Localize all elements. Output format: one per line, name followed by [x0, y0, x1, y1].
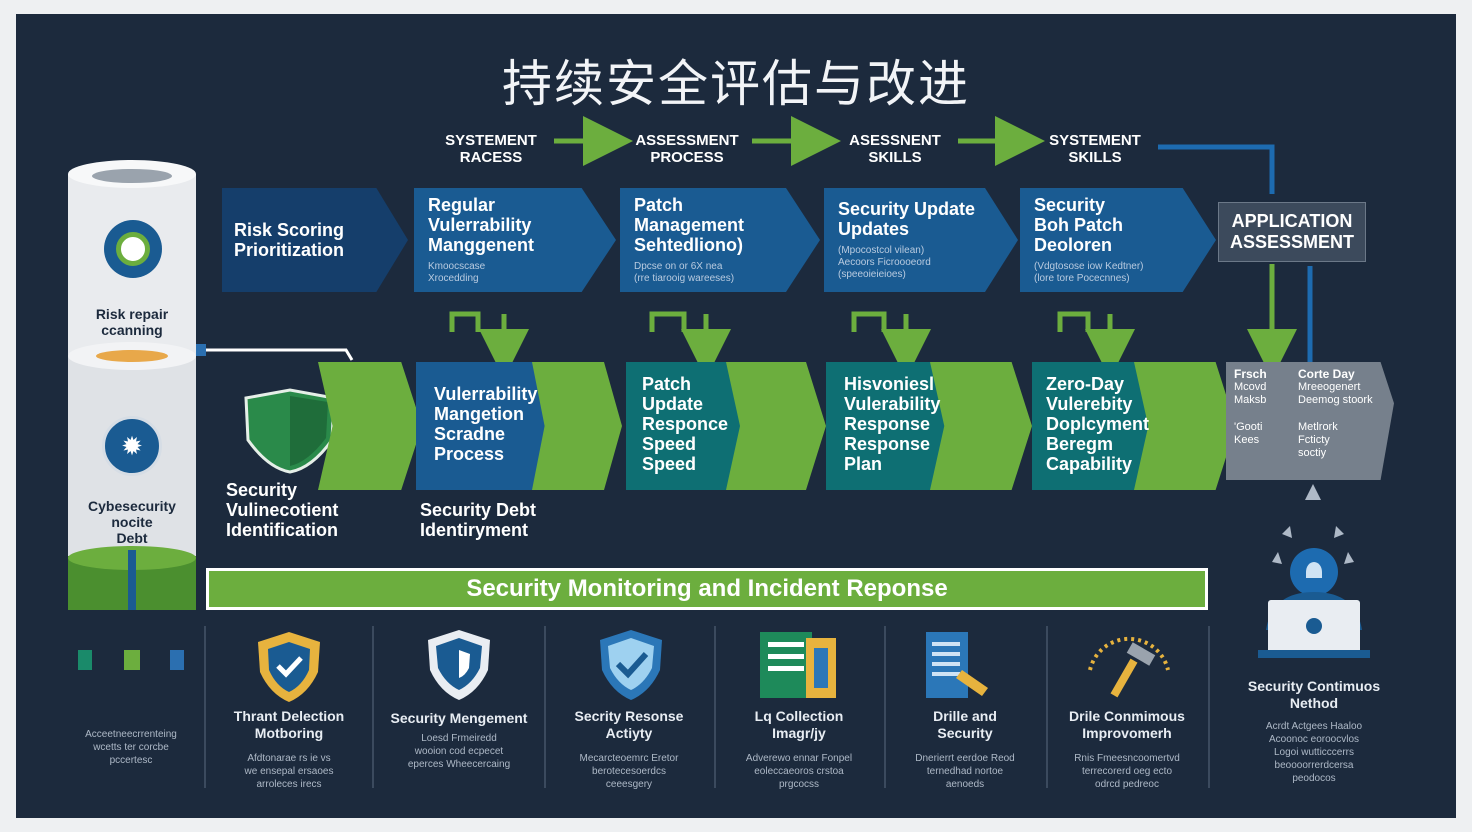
security-debt-label: Security Debt Identiryment — [420, 500, 537, 540]
gray-box-col-1: Frsch Mcovd Maksb 'Gooti Kees — [1234, 367, 1267, 447]
step-patch-update-speed: Patch Update Responce Speed Speed — [626, 362, 826, 490]
step-patch-management: Patch Management Sehtedliono) Dpcse on o… — [620, 188, 820, 292]
shield-gold-icon — [254, 630, 324, 704]
step-security-patch: Security Boh Patch Deoloren (Vdgtosose i… — [1020, 188, 1216, 292]
connector-arrows — [188, 116, 1354, 564]
gray-summary-box: Frsch Mcovd Maksb 'Gooti Kees Corte Day … — [1226, 362, 1394, 480]
cylinder-stack: Risk repair ccanning ✹ Cybesecurity noci… — [68, 160, 196, 610]
shield-check-icon — [596, 628, 666, 702]
row-connector-4 — [1057, 311, 1091, 332]
right-panel-description: Acrdt Actgees Haaloo Acoonoc eoroocvlos … — [1265, 721, 1363, 784]
divider — [1208, 626, 1210, 788]
cylinder-top-label: Risk repair ccanning — [95, 306, 169, 338]
divider — [1046, 626, 1048, 788]
target-icon — [104, 220, 162, 278]
person-icon — [124, 650, 140, 670]
blue-elbow-connector — [1158, 144, 1275, 194]
left-bottom-description: Acceetneecrrenteing wcetts ter corcbe pc… — [85, 729, 177, 766]
row-connector-1 — [449, 311, 481, 332]
monitoring-banner: Security Monitoring and Incident Reponse — [206, 568, 1208, 610]
gray-box-col-2: Corte Day Mreeogenert Deemog stoork Metl… — [1298, 367, 1373, 460]
row-connector-3 — [851, 311, 887, 332]
step-historical-vulnerability: Hisvoniesl Vulerability Response Respons… — [826, 362, 1032, 490]
step-security-update: Security Update Updates (Mpocostcol vile… — [824, 188, 1018, 292]
green-chevron-1 — [318, 362, 422, 490]
cylinder-base-icons — [68, 626, 196, 686]
step-vulnerability-mitigation: Vulerrability Mangetion Scradne Process — [416, 362, 622, 490]
shield-blue-icon — [424, 628, 494, 702]
shield-icon — [242, 388, 338, 474]
application-assessment-box: APPLICATION ASSESSMENT — [1218, 202, 1366, 262]
step-regular-vulnerability: Regular Vulerrability Manggenent Kmoocsc… — [414, 188, 616, 292]
person-icon — [78, 650, 92, 670]
step-zero-day: Zero-Day Vulerebity Doplcyment Beregm Ca… — [1032, 362, 1236, 490]
step-risk-scoring: Risk Scoring Prioritization — [222, 188, 408, 292]
person-icon — [170, 650, 184, 670]
divider — [204, 626, 206, 788]
globe-icon: ✹ — [102, 416, 162, 476]
hammer-icon — [1084, 630, 1174, 704]
divider — [714, 626, 716, 788]
right-panel-title: Security Contimuos Nethod — [1247, 678, 1381, 711]
page-title: 持续安全评估与改进 — [502, 55, 970, 113]
divider — [544, 626, 546, 788]
log-book-icon — [756, 628, 842, 702]
bottom-item-security-response: Secrity Resonse Actiyty Mecarcteoemrc Er… — [546, 626, 712, 806]
analyst-laptop-icon — [1252, 540, 1376, 662]
checklist-icon — [922, 630, 1002, 704]
security-identification-label: Security Vulinecotient Identification — [226, 480, 339, 540]
divider — [372, 626, 374, 788]
bottom-item-threat-detection: Thrant Delection Motboring Afdtonarae rs… — [208, 626, 370, 806]
bottom-item-continuous-improvement: Drile Conmimous Improvomerh Rnis Fmeesnc… — [1048, 626, 1206, 806]
bottom-item-security-management: Security Mengement Loesd Frmeiredd wooio… — [376, 626, 542, 806]
divider — [884, 626, 886, 788]
row-connector-2 — [649, 311, 687, 332]
bottom-item-drills-security: Drille and Security Dnerierrt eerdoe Reo… — [886, 626, 1044, 806]
cylinder-connector — [196, 348, 354, 361]
bottom-item-log-collection: Lq Collection Imagr/jy Adverewo ennar Fo… — [716, 626, 882, 806]
cylinder-bottom-label: Cybesecurity nocite Debt — [88, 498, 176, 546]
